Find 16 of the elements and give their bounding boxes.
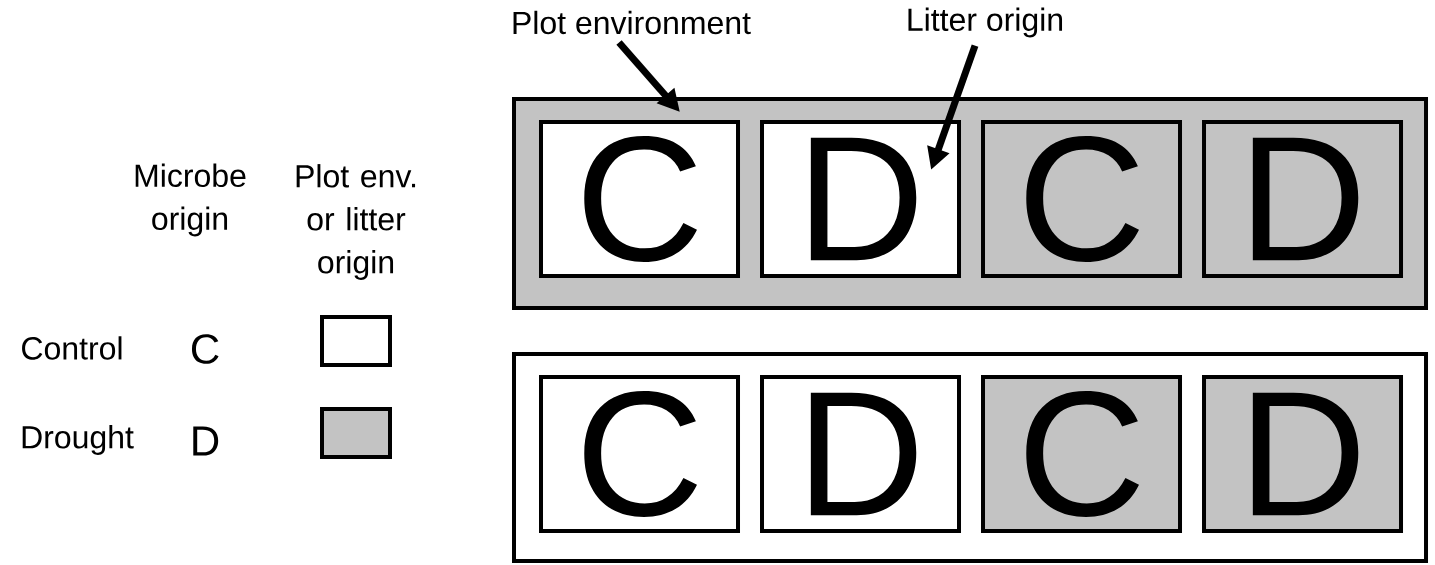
- callout-text: Plot environment: [513, 10, 751, 35]
- symbol-letter: D: [193, 426, 219, 456]
- legend-label: Control: [22, 336, 122, 360]
- symbol-letter: C: [191, 334, 219, 364]
- letter-box: C: [539, 120, 740, 278]
- callout-text: Litter origin: [908, 7, 1063, 38]
- letter-box: D: [1202, 375, 1403, 533]
- column-heading: Microbe origin: [135, 163, 246, 237]
- column-heading: Plot env. or litter origin: [296, 164, 416, 280]
- letter-box: C: [981, 375, 1182, 533]
- letter-box: D: [760, 120, 961, 278]
- letter-box: D: [760, 375, 961, 533]
- letter-box: C: [539, 375, 740, 533]
- legend-label: Drought: [22, 425, 134, 455]
- letter-box: D: [1202, 120, 1403, 278]
- letter-box: C: [981, 120, 1182, 278]
